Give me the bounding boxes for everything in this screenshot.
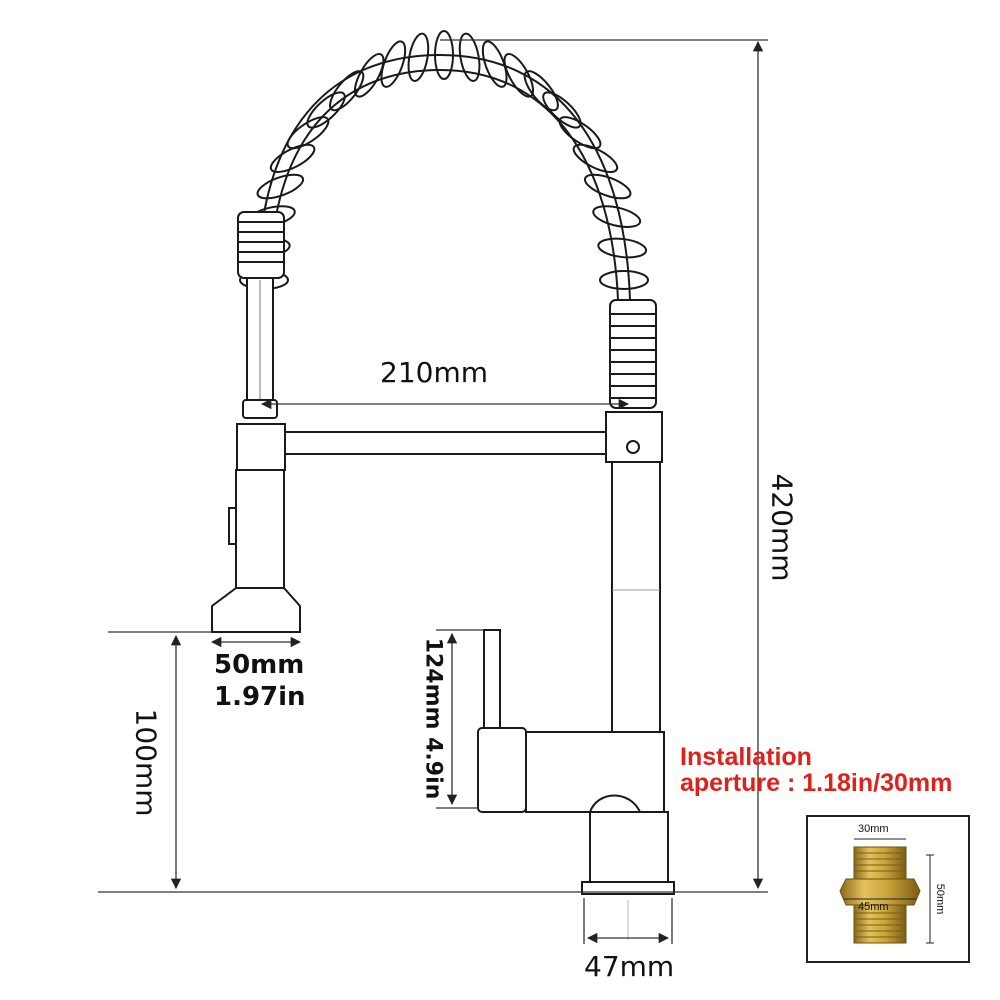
installation-line2: aperture : 1.18in/30mm — [680, 769, 953, 797]
label-sprayer-width-in: 1.97in — [214, 682, 306, 712]
installation-line1: Installation — [680, 743, 812, 771]
connector-inset: 30mm 45mm 50mm — [806, 815, 970, 963]
inset-top-width: 30mm — [858, 823, 889, 835]
coil-loop — [599, 270, 649, 290]
coil-loop — [592, 205, 642, 228]
coil-loop — [353, 52, 385, 98]
coil-loop — [434, 30, 454, 80]
label-spout-clearance: 100mm — [129, 708, 163, 817]
coil-loop — [558, 116, 602, 150]
coil-loop — [597, 237, 648, 259]
coil-loop — [583, 173, 632, 200]
sprayer-head — [211, 469, 301, 633]
spout-arm — [236, 411, 663, 471]
coil-loop — [523, 70, 559, 112]
label-spout-reach: 210mm — [380, 356, 488, 389]
inset-height: 50mm — [934, 883, 946, 915]
coil-loop — [481, 40, 508, 88]
coil-loop — [380, 40, 407, 88]
sprayer-holder — [237, 211, 285, 419]
label-base-diameter: 47mm — [584, 950, 675, 983]
coil-loop — [256, 173, 305, 200]
coil-loop — [458, 32, 481, 82]
spring-coil — [239, 30, 649, 301]
label-handle-height: 124mm 4.9in — [420, 637, 446, 800]
coil-loop — [269, 143, 316, 173]
coil-loop — [542, 91, 582, 129]
coil-loop — [572, 143, 619, 173]
coil-loop — [329, 70, 365, 112]
label-total-height: 420mm — [765, 473, 799, 582]
faucet-column — [611, 461, 661, 733]
faucet-body — [477, 629, 675, 940]
inset-middle-width: 45mm — [858, 901, 889, 913]
coil-loop — [306, 91, 346, 129]
brass-connector — [839, 838, 934, 944]
column-coil — [609, 299, 657, 409]
dimension-lines — [98, 39, 768, 944]
coil-loop — [407, 32, 430, 82]
label-sprayer-width-mm: 50mm — [214, 650, 305, 680]
coil-loop — [286, 116, 330, 150]
